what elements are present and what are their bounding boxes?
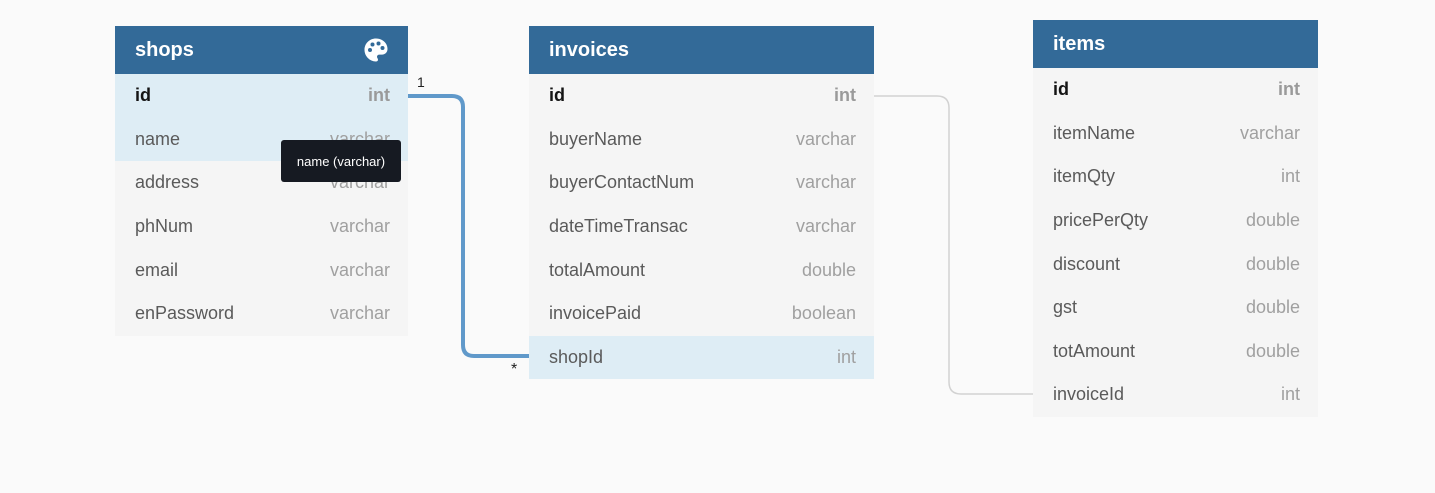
field-name: discount (1053, 253, 1121, 274)
field-type: double (1245, 253, 1300, 274)
field-row-invoices-5[interactable]: invoicePaid boolean (529, 292, 874, 336)
field-name: totalAmount (549, 259, 646, 280)
field-name: buyerContactNum (549, 172, 695, 193)
field-list: id int buyerName varchar buyerContactNum varc… (529, 74, 874, 380)
field-row-invoices-6[interactable]: shopId int (529, 335, 874, 380)
link-invoices-items[interactable] (874, 95, 1033, 395)
table-header[interactable]: items (1033, 20, 1318, 68)
field-list: id int itemName varchar itemQty int pricePerQt… (1033, 68, 1318, 417)
field-name: invoiceId (1053, 384, 1125, 405)
field-type: double (1245, 210, 1300, 231)
field-name: id (1053, 79, 1069, 100)
field-type: varchar (329, 303, 390, 324)
field-name: address (135, 172, 200, 193)
field-row-items-6[interactable]: totAmount double (1033, 330, 1318, 374)
field-row-items-4[interactable]: discount double (1033, 242, 1318, 286)
cardinality-one-label: 1 (417, 74, 425, 90)
field-row-items-7[interactable]: invoiceId int (1033, 373, 1318, 417)
field-row-items-3[interactable]: pricePerQty double (1033, 199, 1318, 243)
link-shops-invoices[interactable] (408, 94, 529, 358)
field-name: shopId (549, 346, 604, 367)
field-name: itemName (1053, 122, 1136, 143)
table-title: invoices (549, 38, 630, 61)
field-name: id (135, 85, 151, 106)
field-row-items-2[interactable]: itemQty int (1033, 155, 1318, 199)
field-type: int (834, 85, 856, 106)
field-row-invoices-2[interactable]: buyerContactNum varchar (529, 161, 874, 205)
field-type: double (1245, 297, 1300, 318)
field-name: enPassword (135, 303, 235, 324)
field-name: gst (1053, 297, 1078, 318)
field-name: invoicePaid (549, 303, 642, 324)
field-type: varchar (329, 216, 390, 237)
field-type: varchar (795, 216, 856, 237)
field-type: varchar (795, 128, 856, 149)
field-name: id (549, 85, 565, 106)
field-name: pricePerQty (1053, 210, 1149, 231)
field-row-items-1[interactable]: itemName varchar (1033, 112, 1318, 156)
field-row-items-5[interactable]: gst double (1033, 286, 1318, 330)
field-row-items-0[interactable]: id int (1033, 68, 1318, 112)
field-type: varchar (329, 259, 390, 280)
field-row-invoices-3[interactable]: dateTimeTransac varchar (529, 205, 874, 249)
table-title: shops (135, 38, 194, 61)
field-tooltip: name (varchar) (281, 140, 401, 182)
table-title: items (1053, 32, 1106, 55)
field-type: int (836, 346, 856, 367)
cardinality-many-label: * (511, 361, 518, 378)
field-type: int (1280, 166, 1300, 187)
field-name: email (135, 259, 179, 280)
field-name: buyerName (549, 128, 643, 149)
field-type: boolean (791, 303, 856, 324)
field-type: varchar (1239, 122, 1300, 143)
table-header[interactable]: invoices (529, 26, 874, 74)
field-name: totAmount (1053, 340, 1136, 361)
field-type: int (368, 85, 390, 106)
field-name: phNum (135, 216, 194, 237)
field-row-shops-0[interactable]: id int (115, 74, 408, 118)
palette-icon[interactable] (363, 37, 389, 63)
field-name: name (135, 128, 181, 149)
field-row-shops-3[interactable]: phNum varchar (115, 205, 408, 249)
field-type: int (1280, 384, 1300, 405)
field-row-invoices-0[interactable]: id int (529, 74, 874, 118)
field-row-invoices-4[interactable]: totalAmount double (529, 248, 874, 292)
field-type: varchar (795, 172, 856, 193)
field-row-shops-5[interactable]: enPassword varchar (115, 292, 408, 336)
field-type: double (801, 259, 856, 280)
field-row-shops-4[interactable]: email varchar (115, 248, 408, 292)
table-items[interactable]: items id int itemName varchar itemQty int pric… (1033, 20, 1318, 417)
field-name: dateTimeTransac (549, 216, 688, 237)
field-name: itemQty (1053, 166, 1116, 187)
table-header[interactable]: shops (115, 26, 408, 74)
field-list: id int name varchar address varchar phNum varch… (115, 74, 408, 336)
field-type: double (1245, 340, 1300, 361)
field-row-invoices-1[interactable]: buyerName varchar (529, 118, 874, 162)
field-type: int (1278, 79, 1300, 100)
